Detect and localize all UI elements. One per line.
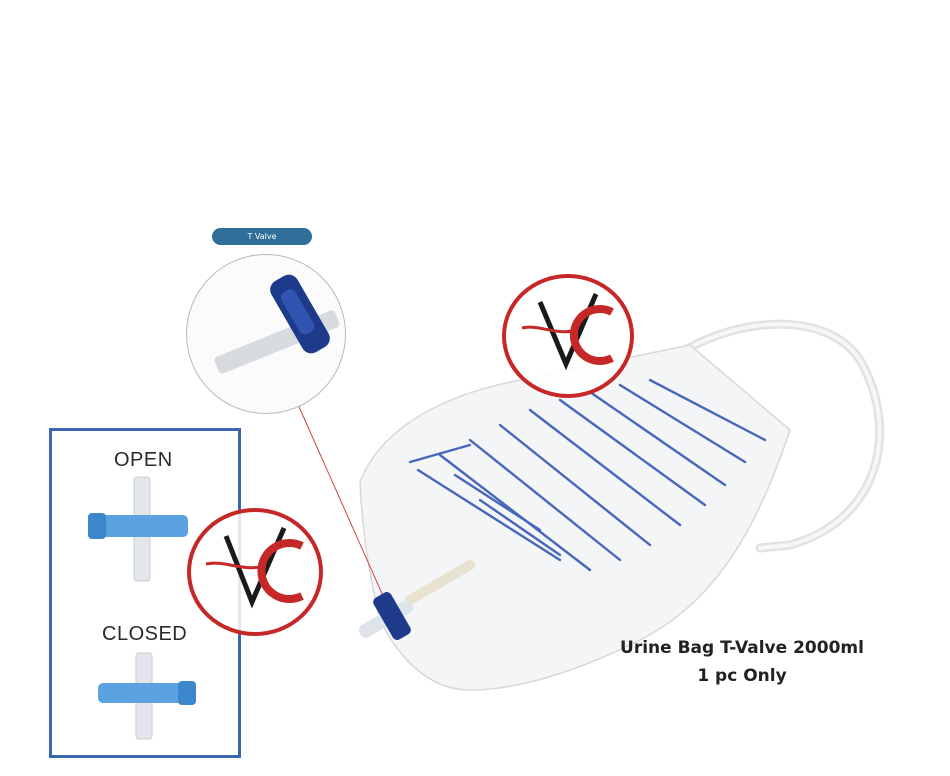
- venticare-logo-icon: [187, 508, 323, 636]
- closed-valve-icon: [98, 652, 196, 740]
- open-valve-icon: [88, 476, 188, 582]
- venticare-watermark: [500, 272, 636, 400]
- closed-label: CLOSED: [102, 623, 188, 645]
- venticare-logo-icon: [502, 274, 634, 398]
- product-title: Urine Bag T-Valve 2000ml: [620, 638, 864, 658]
- t-valve-zoom-icon: [214, 274, 340, 374]
- open-label: OPEN: [114, 449, 173, 471]
- product-quantity: 1 pc Only: [697, 666, 787, 686]
- graduation-lines: [408, 378, 767, 572]
- venticare-watermark-left: [184, 506, 326, 638]
- t-valve-icon: [358, 592, 414, 640]
- t-valve-zoom-callout: [186, 254, 346, 414]
- t-valve-tag: T Valve: [212, 228, 312, 245]
- product-caption: Urine Bag T-Valve 2000ml 1 pc Only: [592, 634, 892, 690]
